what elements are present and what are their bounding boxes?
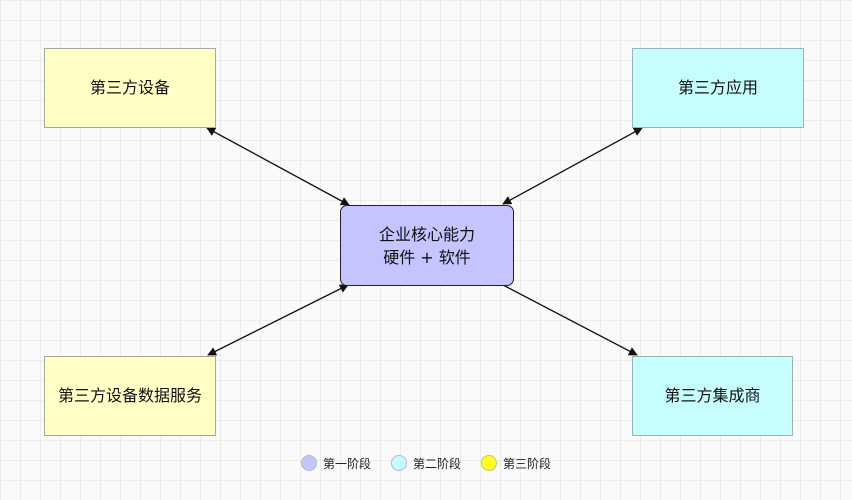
legend-dot-icon [300,455,317,471]
legend-item-stage-2: 第二阶段 [390,452,461,474]
node-label-line1: 企业核心能力 [378,224,475,244]
link-center-bottom-right[interactable] [502,284,638,356]
legend-label: 第一阶段 [322,456,371,471]
legend-item-stage-1: 第一阶段 [300,452,371,474]
legend-dot-icon [481,455,497,471]
legend-dot-icon [390,455,407,471]
link-center-bottom-left[interactable] [207,284,349,356]
legend-label: 第三阶段 [503,456,552,471]
node-label: 第三方集成商 [664,386,761,405]
node-label: 第三方应用 [677,78,758,97]
node-core-capability[interactable]: 企业核心能力 硬件 + 软件 [340,205,514,286]
node-third-party-devices[interactable]: 第三方设备 [44,48,216,128]
node-third-party-device-data-services[interactable]: 第三方设备数据服务 [44,356,216,436]
node-third-party-apps[interactable]: 第三方应用 [632,48,804,128]
legend-item-stage-3: 第三阶段 [481,452,551,474]
node-label: 第三方设备 [89,78,170,97]
node-third-party-integrators[interactable]: 第三方集成商 [632,356,793,436]
node-label-line2: 硬件 + 软件 [383,247,471,267]
legend: 第一阶段 第二阶段 第三阶段 [0,452,852,474]
link-center-top-right[interactable] [502,127,643,205]
link-center-top-left[interactable] [206,127,350,206]
legend-label: 第二阶段 [412,456,461,471]
node-label: 第三方设备数据服务 [57,386,202,405]
